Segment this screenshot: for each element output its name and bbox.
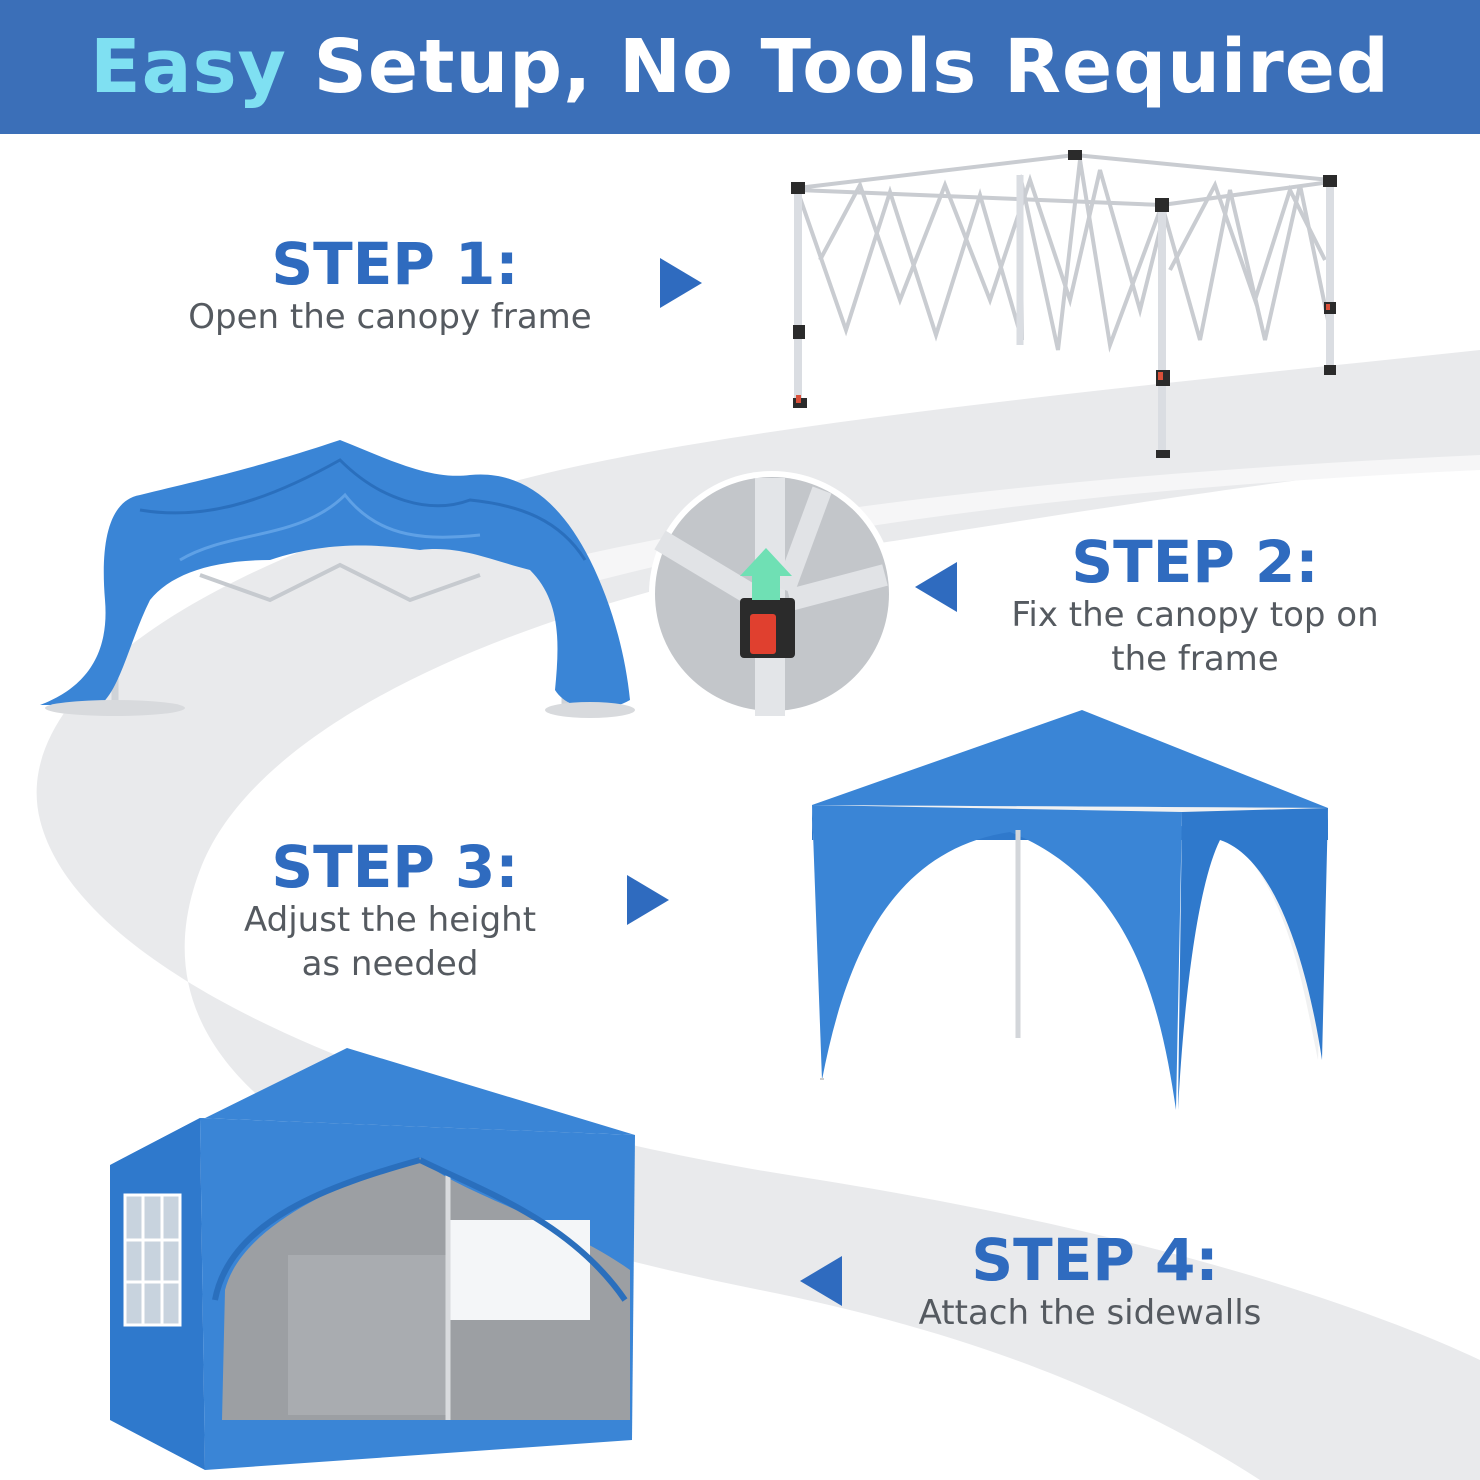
- step-1-title: STEP 1:: [271, 230, 519, 298]
- folding-frame-image: [794, 153, 1334, 455]
- clip-closeup-image: [649, 471, 895, 717]
- step-1-desc: Open the canopy frame: [188, 297, 592, 337]
- illustration: [36, 150, 1480, 1480]
- step-3-arrow-right-icon: [627, 875, 669, 925]
- frame-red-clips: [796, 304, 1330, 403]
- step-1-arrow-right-icon: [660, 258, 702, 308]
- title-accent: Easy: [90, 24, 287, 110]
- draped-canopy-image: [40, 440, 635, 718]
- step-3-title: STEP 3:: [271, 833, 519, 901]
- step-4-desc: Attach the sidewalls: [918, 1293, 1262, 1333]
- title-rest: Setup, No Tools Required: [286, 24, 1390, 110]
- page-title: Easy Setup, No Tools Required: [0, 22, 1480, 112]
- side-window: [123, 1193, 182, 1327]
- winding-path: [36, 350, 1480, 1480]
- tent-with-sidewalls-image: [110, 1048, 635, 1470]
- path-inner-light: [560, 455, 1480, 580]
- step-2-desc: Fix the canopy top on the frame: [1011, 595, 1379, 679]
- step-3-desc: Adjust the height as needed: [243, 900, 537, 984]
- header-banner: Easy Setup, No Tools Required: [0, 0, 1480, 134]
- canopy-tent-image: [812, 710, 1328, 1110]
- step-4-title: STEP 4:: [971, 1226, 1219, 1294]
- step-2-title: STEP 2:: [1071, 528, 1319, 596]
- step-4-arrow-left-icon: [800, 1256, 842, 1306]
- step-2-arrow-left-icon: [915, 562, 957, 612]
